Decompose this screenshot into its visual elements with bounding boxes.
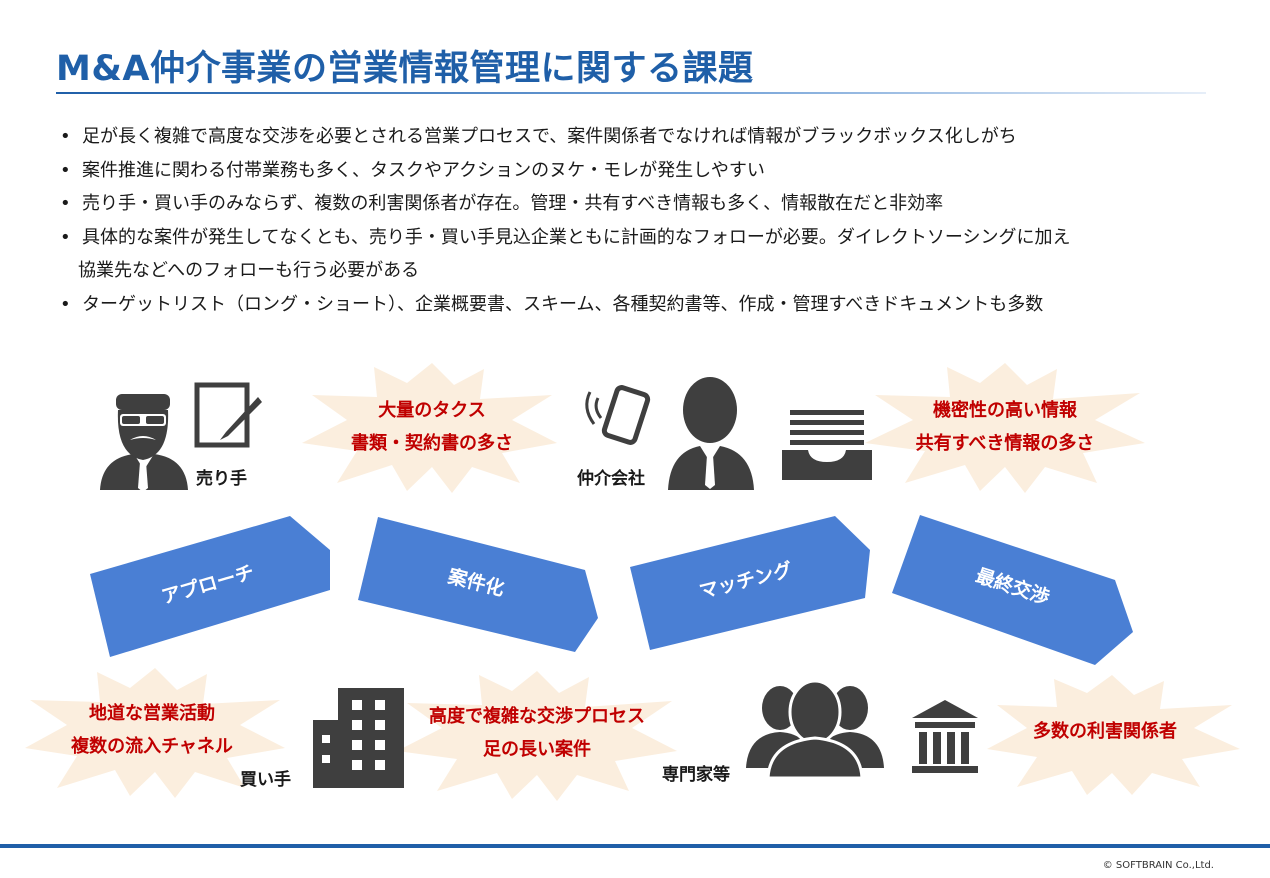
stage-arrow-matching — [630, 516, 870, 650]
actor-label-experts: 専門家等 — [662, 765, 730, 785]
burst-shape — [25, 363, 1240, 801]
burst-text-negotiation: 高度で複雑な交渉プロセス 足の長い案件 — [429, 706, 645, 760]
burst-text-confidential: 機密性の高い情報 共有すべき情報の多さ — [915, 400, 1095, 454]
issue-item: 具体的な案件が発生してなくとも、売り手・買い手見込企業ともに計画的なフォローが必… — [60, 221, 1240, 288]
page-title: M&A仲介事業の営業情報管理に関する課題 — [56, 49, 754, 89]
businessman-icon — [668, 377, 754, 490]
stage-arrow-final — [892, 515, 1133, 665]
burst-text-sales: 地道な営業活動 複数の流入チャネル — [71, 703, 233, 757]
document-tray-icon — [782, 410, 872, 480]
stage-arrow-case — [358, 517, 598, 652]
businessman-mustache-icon — [100, 394, 188, 492]
title-rule — [56, 92, 1206, 94]
bank-icon — [912, 700, 978, 773]
burst-text-stakeholders: 多数の利害関係者 — [1033, 721, 1177, 742]
issue-item: 案件推進に関わる付帯業務も多く、タスクやアクションのヌケ・モレが発生しやすい — [60, 154, 1240, 188]
stage-arrows — [90, 515, 1133, 665]
actor-label-intermediary: 仲介会社 — [577, 469, 645, 489]
stage-arrow-approach — [90, 516, 330, 657]
building-icon — [313, 688, 404, 788]
burst-text-tasks: 大量のタクス 書類・契約書の多さ — [351, 400, 513, 454]
issue-item: 足が長く複雑で高度な交渉を必要とされる営業プロセスで、案件関係者でなければ情報が… — [60, 120, 1240, 154]
pen-paper-icon — [194, 382, 262, 448]
group-people-icon — [746, 679, 884, 780]
footer-rule — [0, 844, 1270, 848]
actor-label-seller: 売り手 — [196, 469, 247, 489]
actor-label-buyer: 買い手 — [240, 770, 291, 790]
smartphone-icon — [585, 385, 651, 445]
issue-item: ターゲットリスト（ロング・ショート）、企業概要書、スキーム、各種契約書等、作成・… — [60, 288, 1240, 322]
issue-list: 足が長く複雑で高度な交渉を必要とされる営業プロセスで、案件関係者でなければ情報が… — [60, 120, 1240, 321]
copyright: © SOFTBRAIN Co.,Ltd. — [1102, 860, 1214, 871]
issue-item: 売り手・買い手のみならず、複数の利害関係者が存在。管理・共有すべき情報も多く、情… — [60, 187, 1240, 221]
